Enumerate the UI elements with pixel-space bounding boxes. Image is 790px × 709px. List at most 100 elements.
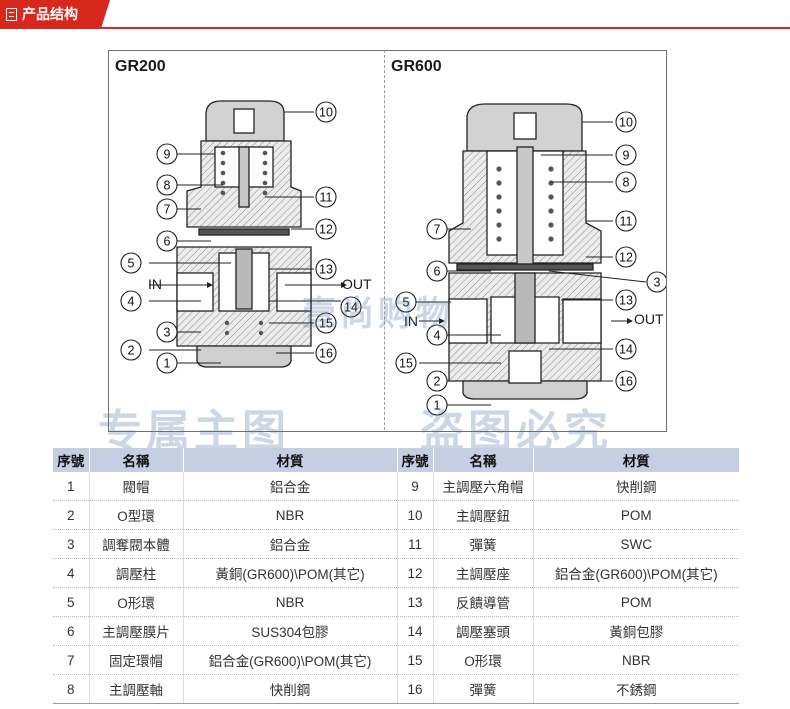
header-underline <box>0 27 790 29</box>
gr600-in-label: IN <box>404 313 418 329</box>
cell-material: 鋁合金(GR600)\POM(其它) <box>532 558 739 588</box>
cell-no: 3 <box>53 529 89 559</box>
gr200-callout-label: 15 <box>319 317 333 331</box>
gr600-callout-label: 16 <box>619 375 633 389</box>
header-material: 材質 <box>532 448 739 472</box>
gr200-out-label: OUT <box>342 276 372 292</box>
document-icon <box>6 7 17 21</box>
cell-name: 閥帽 <box>88 472 183 501</box>
cell-material: 快削鋼 <box>532 472 739 501</box>
gr200-label: GR200 <box>115 58 166 75</box>
gr200-callout-11: 11 <box>315 186 337 208</box>
gr600-callout-14: 14 <box>615 338 637 360</box>
cell-name: 主調壓膜片 <box>88 616 183 646</box>
cell-material: 鋁合金 <box>182 529 397 559</box>
gr600-callout-label: 12 <box>619 251 633 265</box>
gr600-callout-label: 10 <box>619 116 633 130</box>
cell-material: NBR <box>182 587 397 617</box>
gr600-callout-label: 8 <box>623 176 630 190</box>
cell-material: NBR <box>182 500 397 530</box>
gr600-callout-12: 12 <box>615 246 637 268</box>
cell-no: 11 <box>396 529 433 559</box>
gr200-drawing <box>149 100 347 368</box>
gr200-callout-label: 16 <box>319 347 333 361</box>
section-title: 产品结构 <box>22 7 78 23</box>
cell-material: POM <box>532 500 739 530</box>
cell-no: 4 <box>53 558 89 588</box>
gr200-callout-12: 12 <box>315 218 337 240</box>
cell-material: 不銹鋼 <box>532 674 739 704</box>
table-row: 3 調奪閥本體 鋁合金 11 彈簧 SWC <box>53 529 739 559</box>
gr600-callout-9: 9 <box>615 144 637 166</box>
gr600-callout-2: 2 <box>426 370 448 392</box>
gr600-callout-1: 1 <box>426 394 448 416</box>
table-row: 5 O形環 NBR 13 反饋導管 POM <box>53 587 739 617</box>
gr200-callout-label: 8 <box>164 179 171 193</box>
parts-table: 序號 名稱 材質 序號 名稱 材質 1 閥帽 鋁合金 9 主調壓六角帽 快削鋼 … <box>53 448 739 704</box>
gr200-callout-3: 3 <box>156 321 178 343</box>
gr200-callout-10: 10 <box>315 101 337 123</box>
gr200-callout-1: 1 <box>156 352 178 374</box>
cell-material: 鋁合金(GR600)\POM(其它) <box>182 645 397 675</box>
gr200-callout-14: 14 <box>340 296 362 318</box>
cell-material: SWC <box>532 529 739 559</box>
cell-no: 1 <box>53 472 89 501</box>
gr600-callout-16: 16 <box>615 370 637 392</box>
cell-material: NBR <box>532 645 739 675</box>
gr600-callout-label: 4 <box>434 329 441 343</box>
gr600-callout-label: 14 <box>619 343 633 357</box>
gr600-callout-label: 7 <box>434 223 441 237</box>
watermark-left: 专属主图 <box>98 407 290 456</box>
cell-material: 快削鋼 <box>182 674 397 704</box>
gr600-callout-15: 15 <box>395 352 417 374</box>
gr200-callout-label: 11 <box>320 191 333 205</box>
gr600-callout-label: 3 <box>654 276 661 290</box>
cell-name: 反饋導管 <box>432 587 533 617</box>
cell-no: 10 <box>396 500 433 530</box>
gr600-callout-7: 7 <box>426 218 448 240</box>
cell-no: 9 <box>396 472 433 501</box>
gr600-callout-8: 8 <box>615 171 637 193</box>
cell-material: 鋁合金 <box>182 472 397 501</box>
gr200-callout-15: 15 <box>315 312 337 334</box>
gr600-callout-11: 11 <box>615 210 637 232</box>
cell-name: 彈簧 <box>432 529 533 559</box>
cell-name: 調壓柱 <box>88 558 183 588</box>
gr200-callout-9: 9 <box>156 143 178 165</box>
cell-no: 14 <box>396 616 433 646</box>
gr600-label: GR600 <box>391 58 442 75</box>
gr600-callout-label: 2 <box>434 375 441 389</box>
gr200-callout-8: 8 <box>156 174 178 196</box>
gr600-callout-3: 3 <box>646 271 666 293</box>
gr600-callout-label: 5 <box>403 296 410 310</box>
gr200-callout-label: 4 <box>128 295 135 309</box>
header-no: 序號 <box>53 448 89 472</box>
gr600-callout-label: 1 <box>434 399 441 413</box>
gr200-callout-16: 16 <box>315 342 337 364</box>
section-header: 产品结构 <box>0 0 790 30</box>
gr200-callout-label: 9 <box>164 148 171 162</box>
gr600-callout-4: 4 <box>426 324 448 346</box>
cell-no: 7 <box>53 645 89 675</box>
gr600-callout-5: 5 <box>395 291 417 313</box>
gr200-callout-2: 2 <box>120 339 142 361</box>
cell-no: 13 <box>396 587 433 617</box>
cell-no: 15 <box>396 645 433 675</box>
cell-material: POM <box>532 587 739 617</box>
gr200-callout-7: 7 <box>156 198 178 220</box>
cell-name: O形環 <box>432 645 533 675</box>
table-row: 4 調壓柱 黃銅(GR600)\POM(其它) 12 主調壓座 鋁合金(GR60… <box>53 558 739 588</box>
gr200-callout-label: 1 <box>164 357 171 371</box>
gr200-callout-5: 5 <box>120 252 142 274</box>
gr600-callout-13: 13 <box>615 289 637 311</box>
gr200-callout-label: 10 <box>319 106 333 120</box>
diagram-divider <box>384 50 385 430</box>
cell-name: 固定環帽 <box>88 645 183 675</box>
cell-material: 黃銅包膠 <box>532 616 739 646</box>
cell-no: 2 <box>53 500 89 530</box>
cell-no: 16 <box>396 674 433 704</box>
cell-material: 黃銅(GR600)\POM(其它) <box>182 558 397 588</box>
gr200-callout-13: 13 <box>315 258 337 280</box>
